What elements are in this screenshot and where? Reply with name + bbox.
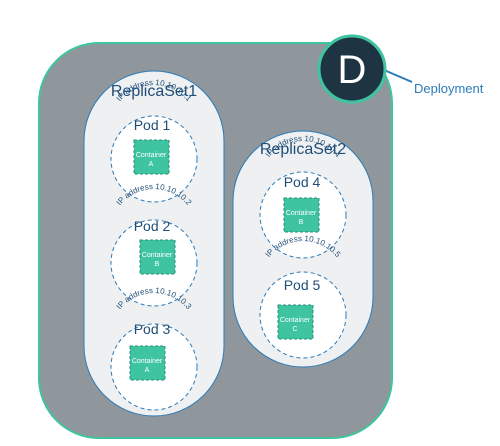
container-a-2 (129, 345, 166, 381)
container-label: Container (142, 252, 173, 259)
deployment-badge (317, 34, 387, 104)
pod-5-title: Pod 5 (284, 277, 321, 293)
container-b-2 (283, 197, 320, 233)
replicaset-2-title: ReplicaSet2 (260, 141, 346, 158)
pod-2-title: Pod 2 (134, 218, 171, 234)
container-id: A (145, 367, 150, 374)
container-b-1 (139, 239, 176, 275)
container-label: Container (136, 152, 167, 159)
pod-1-title: Pod 1 (134, 117, 171, 133)
container-id: B (299, 219, 304, 226)
container-c-1 (277, 304, 314, 340)
replicaset-1-title: ReplicaSet1 (111, 83, 197, 100)
deployment-badge-letter: D (338, 48, 367, 92)
container-id: B (155, 261, 160, 268)
container-label: Container (280, 317, 311, 324)
deployment-label: Deployment (414, 81, 484, 96)
container-id: C (292, 326, 297, 333)
container-a-1 (133, 139, 170, 175)
deployment-connector-line (383, 69, 413, 83)
pod-3-title: Pod 3 (134, 321, 171, 337)
container-label: Container (286, 210, 317, 217)
pod-4-title: Pod 4 (284, 174, 321, 190)
container-label: Container (132, 358, 163, 365)
container-id: A (149, 161, 154, 168)
